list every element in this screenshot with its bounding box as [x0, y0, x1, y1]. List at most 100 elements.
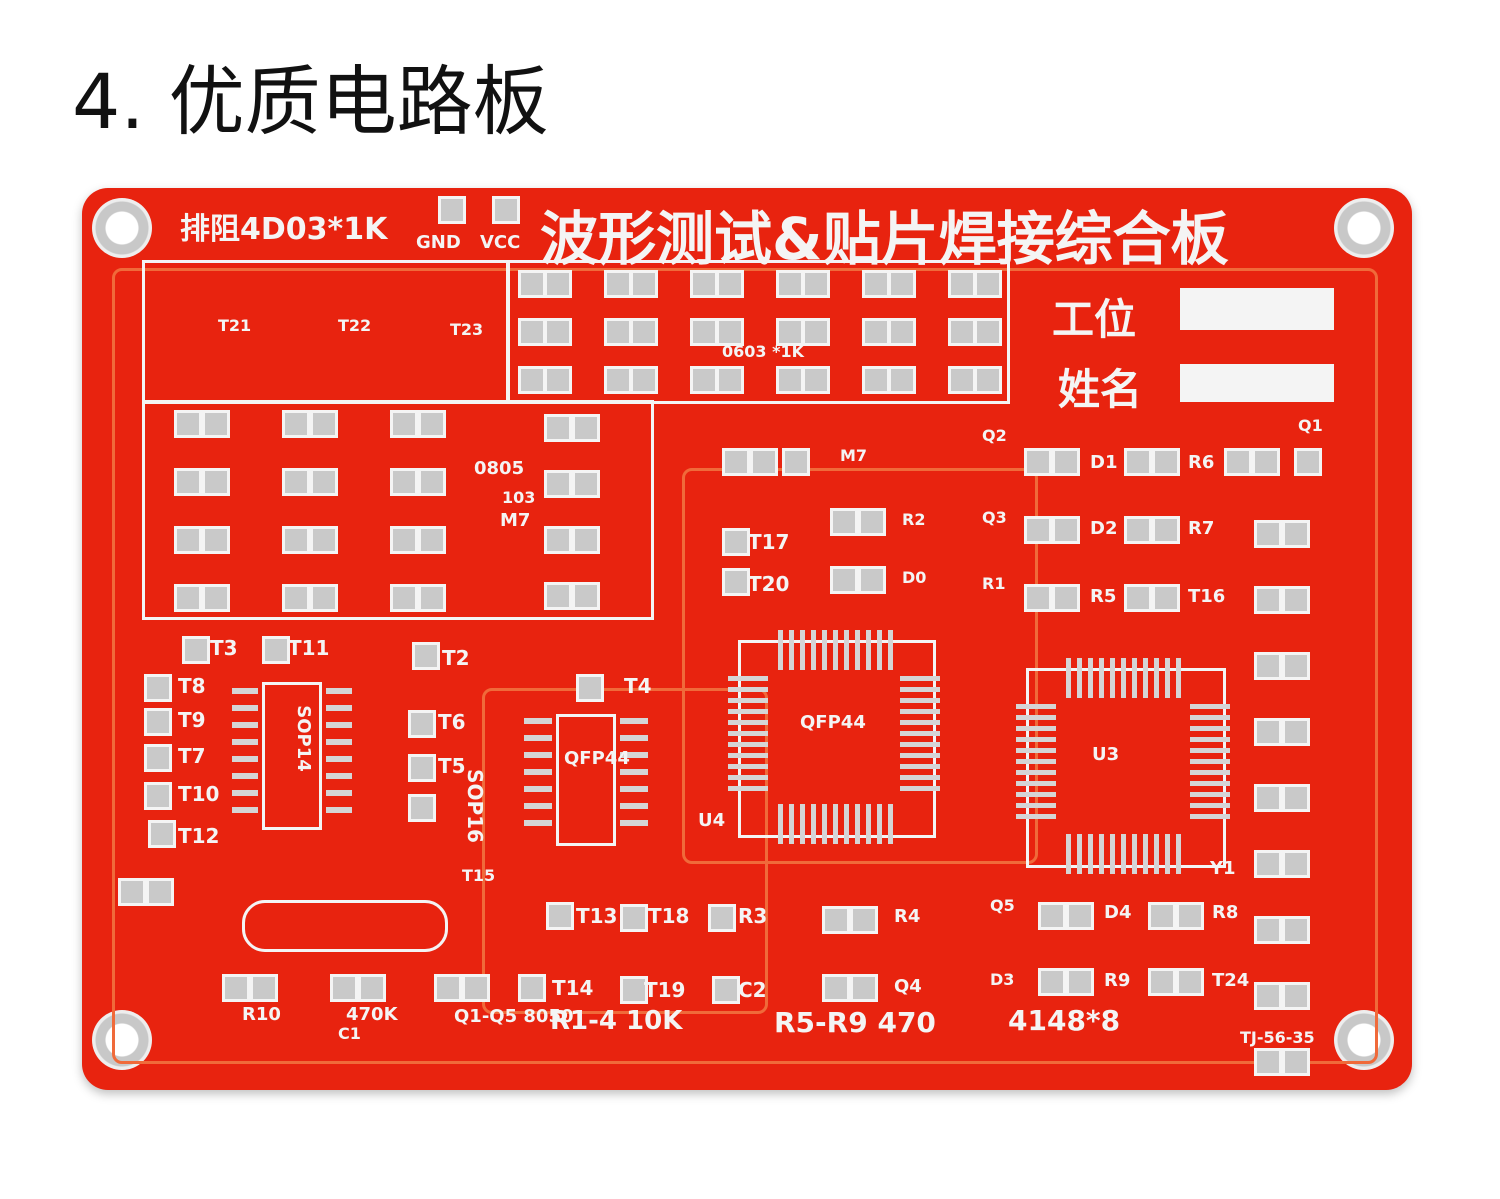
silkscreen-label: QFP44: [800, 712, 866, 733]
silk-box: [506, 260, 1010, 404]
sop14-chip: [556, 714, 616, 846]
silkscreen-label: T17: [748, 530, 790, 554]
ic-pin: [1016, 748, 1056, 753]
solder-pad: [282, 468, 310, 496]
solder-pad: [862, 318, 890, 346]
silkscreen-label: R3: [738, 904, 768, 928]
mounting-hole: [92, 198, 152, 258]
solder-pad: [630, 270, 658, 298]
crystal-y1: [242, 900, 448, 952]
ic-pin: [326, 790, 352, 796]
ic-pin: [728, 753, 768, 758]
solder-pad: [1254, 652, 1282, 680]
ic-pin: [620, 803, 648, 809]
solder-pad: [390, 526, 418, 554]
silkscreen-label: R2: [902, 510, 926, 529]
ic-pin: [728, 687, 768, 692]
ic-pin: [855, 630, 860, 670]
ic-pin: [728, 720, 768, 725]
solder-pad: [282, 584, 310, 612]
silkscreen-label: Q3: [982, 508, 1007, 527]
ic-pin: [1016, 781, 1056, 786]
trace: [482, 688, 768, 1014]
solder-pad: [1282, 982, 1310, 1010]
solder-pad: [544, 526, 572, 554]
ic-pin: [900, 687, 940, 692]
ic-pin: [900, 764, 940, 769]
silkscreen-label: U3: [1092, 744, 1120, 765]
ic-pin: [833, 630, 838, 670]
solder-pad: [202, 410, 230, 438]
ic-pin: [1099, 658, 1104, 698]
solder-pad: [282, 526, 310, 554]
solder-pad: [716, 366, 744, 394]
solder-pad: [862, 270, 890, 298]
solder-pad: [418, 410, 446, 438]
solder-pad: [1152, 584, 1180, 612]
ic-pin: [844, 630, 849, 670]
silkscreen-label: T6: [438, 710, 466, 734]
ic-pin: [1190, 792, 1230, 797]
ic-pin: [1132, 834, 1137, 874]
solder-pad: [802, 270, 830, 298]
solder-pad: [546, 902, 574, 930]
solder-pad: [722, 528, 750, 556]
ic-pin: [1143, 658, 1148, 698]
ic-pin: [232, 722, 258, 728]
solder-pad: [1152, 516, 1180, 544]
station-field: [1180, 288, 1334, 330]
solder-pad: [862, 366, 890, 394]
silkscreen-label: T20: [748, 572, 790, 596]
mounting-hole: [1334, 1010, 1394, 1070]
ic-pin: [1176, 658, 1181, 698]
ic-pin: [1190, 737, 1230, 742]
solder-pad: [144, 744, 172, 772]
ic-pin: [900, 731, 940, 736]
ic-pin: [877, 804, 882, 844]
silkscreen-label: TJ-56-35: [1240, 1028, 1315, 1047]
solder-pad: [544, 270, 572, 298]
ic-pin: [900, 720, 940, 725]
ic-pin: [866, 630, 871, 670]
ic-pin: [326, 688, 352, 694]
solder-pad: [518, 366, 546, 394]
solder-pad: [1282, 850, 1310, 878]
heading: 4. 优质电路板: [72, 57, 549, 146]
ic-pin: [232, 739, 258, 745]
solder-pad: [722, 568, 750, 596]
solder-pad: [146, 878, 174, 906]
ic-pin: [620, 752, 648, 758]
solder-pad: [572, 582, 600, 610]
solder-pad: [408, 710, 436, 738]
solder-pad: [708, 904, 736, 932]
ic-pin: [855, 804, 860, 844]
silkscreen-label: 103: [502, 488, 536, 507]
solder-pad: [1282, 1048, 1310, 1076]
ic-pin: [1016, 792, 1056, 797]
vcc-label: VCC: [480, 232, 521, 253]
solder-pad: [690, 366, 718, 394]
silkscreen-label: T7: [178, 744, 206, 768]
ic-pin: [1190, 770, 1230, 775]
solder-pad: [544, 366, 572, 394]
ic-pin: [1077, 658, 1082, 698]
ic-pin: [1190, 781, 1230, 786]
silkscreen-label: R4: [894, 906, 921, 927]
silkscreen-label: D2: [1090, 518, 1118, 539]
solder-pad: [282, 410, 310, 438]
gnd-label: GND: [416, 232, 461, 253]
solder-pad: [1038, 902, 1066, 930]
silkscreen-label: M7: [840, 446, 868, 465]
solder-pad: [518, 318, 546, 346]
solder-pad: [250, 974, 278, 1002]
ic-pin: [232, 756, 258, 762]
solder-pad: [1254, 982, 1282, 1010]
silkscreen-label: C1: [338, 1024, 361, 1043]
silkscreen-label: T12: [178, 824, 220, 848]
solder-pad: [144, 782, 172, 810]
solder-pad: [1052, 516, 1080, 544]
ic-pin: [1016, 759, 1056, 764]
solder-pad: [948, 318, 976, 346]
silkscreen-label: 0805: [474, 458, 525, 479]
ic-pin: [1088, 834, 1093, 874]
